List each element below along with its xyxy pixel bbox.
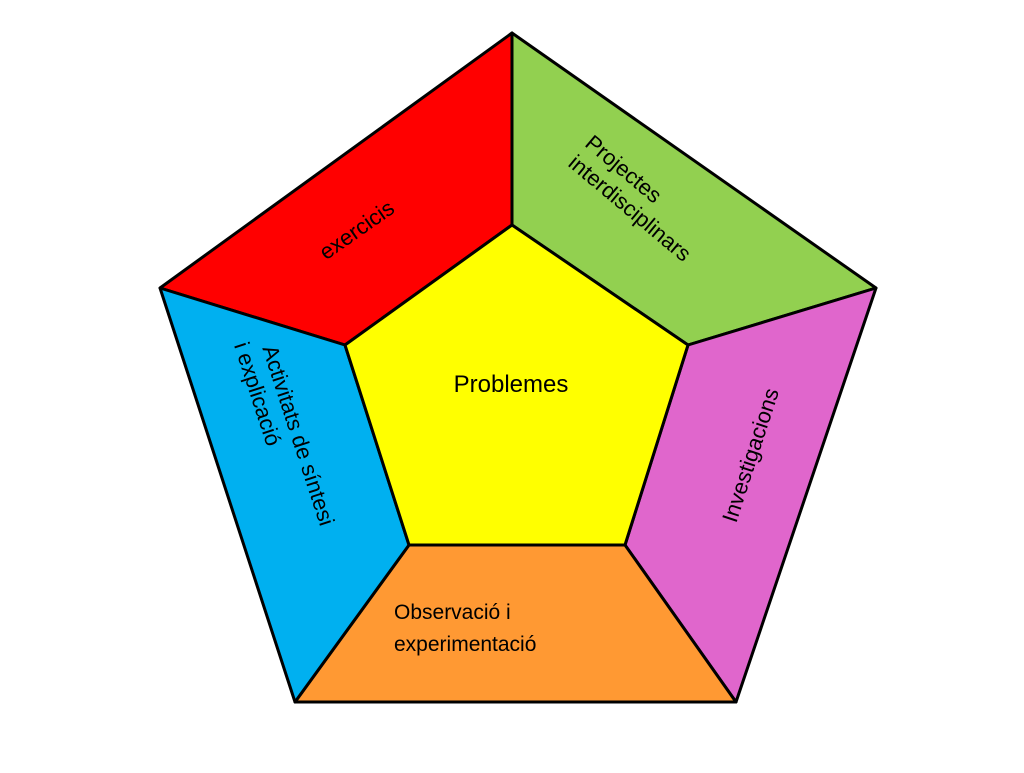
segment-label-observacio-line1: Observació i <box>394 601 511 624</box>
segment-label-observacio-line2: experimentació <box>394 633 536 656</box>
center-label: Problemes <box>454 371 569 398</box>
center-pentagon <box>343 223 690 547</box>
